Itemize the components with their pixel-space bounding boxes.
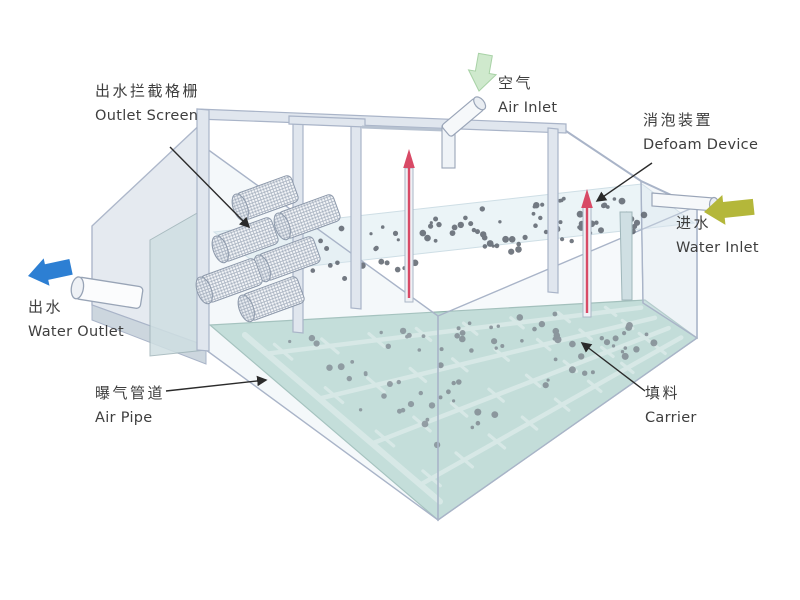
outlet-screen-cylinder	[237, 276, 305, 323]
water-inlet-arrow	[704, 194, 755, 225]
label-air-pipe: 曝气管道 Air Pipe	[95, 386, 165, 426]
label-carrier-en: Carrier	[645, 410, 697, 426]
label-outlet-screen: 出水拦截格栅 Outlet Screen	[95, 84, 200, 124]
frame-post-3	[350, 121, 362, 310]
outlet-screen-cylinder	[211, 217, 279, 264]
air-riser-pipe	[441, 96, 487, 137]
leader-outlet-screen	[169, 146, 251, 229]
leader-carrier	[580, 342, 646, 392]
label-outlet-screen-en: Outlet Screen	[95, 108, 199, 124]
defoam-devices	[403, 149, 593, 318]
defoam-arrowhead-1	[403, 149, 415, 168]
defoam-arrowhead-2	[581, 189, 593, 208]
defoam-flow-arrows	[403, 149, 593, 313]
label-air-inlet-zh: 空气	[498, 74, 534, 92]
tank-back-right-edge	[640, 180, 644, 304]
label-outlet-screen-zh: 出水拦截格栅	[95, 82, 201, 100]
leader-lines	[165, 146, 653, 392]
label-carrier-zh: 填料	[645, 384, 681, 402]
label-carrier: 填料 Carrier	[645, 386, 697, 426]
water-outlet-pipe	[70, 276, 144, 309]
flow-arrows	[28, 52, 755, 286]
label-defoam-device-en: Defoam Device	[643, 137, 759, 153]
label-defoam-device: 消泡装置 Defoam Device	[643, 113, 758, 153]
air-inlet-pipe	[361, 96, 487, 169]
leader-air-pipe	[165, 375, 268, 392]
label-air-pipe-zh: 曝气管道	[95, 384, 166, 402]
label-water-inlet-en: Water Inlet	[676, 240, 759, 256]
label-air-pipe-en: Air Pipe	[95, 410, 153, 426]
label-defoam-device-zh: 消泡装置	[643, 111, 714, 129]
frame-post-4	[547, 127, 559, 294]
inlet-downcomer	[619, 211, 633, 301]
carrier-dots-lower	[288, 311, 658, 449]
label-air-inlet-en: Air Inlet	[498, 100, 558, 116]
outlet-screen-cylinder	[195, 258, 263, 305]
water-outlet-arrow	[28, 258, 73, 286]
outlet-screen-cylinder	[231, 175, 299, 222]
outlet-screen-cylinder	[273, 194, 341, 241]
frame-post-left	[196, 108, 210, 352]
label-water-inlet: 进水 Water Inlet	[676, 216, 759, 256]
label-water-outlet-en: Water Outlet	[28, 324, 124, 340]
label-water-outlet-zh: 出水	[28, 298, 64, 316]
label-water-inlet-zh: 进水	[676, 214, 712, 232]
leader-defoam	[595, 162, 653, 202]
air-inlet-arrow	[467, 52, 498, 92]
label-water-outlet: 出水 Water Outlet	[28, 300, 124, 340]
air-supply-line	[361, 125, 445, 132]
label-air-inlet: 空气 Air Inlet	[498, 76, 557, 116]
outlet-screen-stack	[195, 175, 341, 323]
